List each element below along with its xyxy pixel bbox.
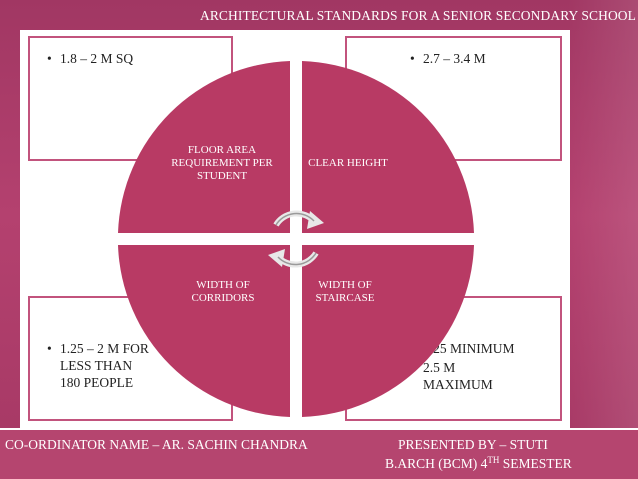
quadrant-label-staircase: WIDTH OF STAIRCASE — [315, 279, 375, 304]
detail-list: 1.8 – 2 M SQ — [44, 50, 133, 67]
course-prefix: B.ARCH (BCM) 4 — [385, 456, 488, 471]
quadrant-clear-height — [302, 61, 474, 233]
course-info: B.ARCH (BCM) 4TH SEMESTER — [385, 455, 572, 472]
presenter-name: PRESENTED BY – STUTI — [398, 437, 548, 452]
quadrant-label-clear-height: CLEAR HEIGHT — [308, 157, 388, 169]
course-ordinal: TH — [487, 455, 500, 465]
quadrant-floor-area — [118, 61, 290, 233]
slide-title: ARCHITECTURAL STANDARDS FOR A SENIOR SEC… — [199, 8, 636, 23]
course-suffix: SEMESTER — [499, 456, 572, 471]
cycle-arrows-icon — [268, 210, 324, 268]
footer-bar: CO-ORDINATOR NAME – AR. SACHIN CHANDRA P… — [0, 428, 638, 479]
slide-stripe — [568, 0, 638, 479]
coordinator-name: CO-ORDINATOR NAME – AR. SACHIN CHANDRA — [5, 437, 308, 452]
detail-list: 1.25 MINIMUM 2.5 M MAXIMUM — [407, 340, 527, 393]
detail-item: 1.25 – 2 M FOR LESS THAN 180 PEOPLE — [44, 340, 154, 391]
quadrant-staircase — [302, 245, 474, 417]
quadrant-label-floor-area: FLOOR AREA REQUIREMENT PER STUDENT — [171, 144, 273, 182]
detail-item: 1.8 – 2 M SQ — [44, 50, 133, 67]
cycle-wheel — [118, 61, 474, 417]
detail-list: 2.7 – 3.4 M — [407, 50, 486, 67]
quadrant-label-corridors: WIDTH OF CORRIDORS — [191, 279, 255, 304]
detail-list: 1.25 – 2 M FOR LESS THAN 180 PEOPLE — [44, 340, 154, 391]
quadrant-corridors — [118, 245, 290, 417]
detail-item: 2.7 – 3.4 M — [407, 50, 486, 67]
